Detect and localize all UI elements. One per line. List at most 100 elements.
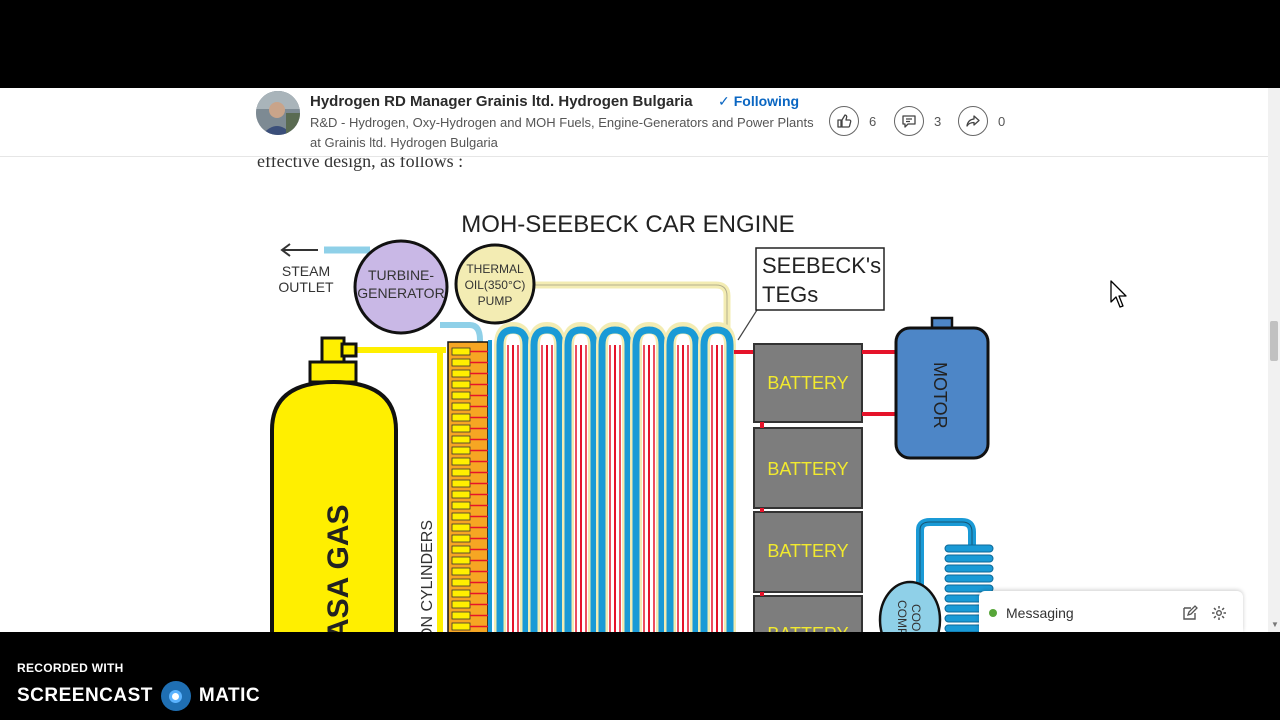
following-button[interactable]: ✓Following — [718, 93, 799, 110]
turbine-label-1: TURBINE- — [368, 267, 434, 283]
battery-2 — [753, 427, 863, 509]
share-count: 0 — [998, 113, 1006, 129]
messaging-bar[interactable]: Messaging — [979, 591, 1243, 632]
coil-tube — [530, 326, 564, 632]
cylinder-cell — [451, 402, 471, 411]
thermal-oil-pipe — [530, 281, 731, 340]
battery-4-label: BATTERY — [767, 624, 848, 632]
seebeck-label-2: TEGs — [762, 282, 818, 307]
comment-count: 3 — [934, 113, 942, 129]
cylinder-cell — [451, 600, 471, 609]
cylinder-cell — [451, 611, 471, 620]
condenser-loop — [944, 554, 994, 563]
turbine-generator — [353, 239, 449, 335]
cylinder-cell — [451, 523, 471, 532]
gas-feed-line — [355, 347, 446, 632]
cylinder-cell — [451, 424, 471, 433]
coil-tube — [666, 326, 700, 632]
condenser-loop — [944, 544, 994, 553]
heat-exchanger-coils — [488, 321, 736, 632]
seebeck-label-1: SEEBECK's — [762, 253, 881, 278]
motor — [894, 326, 990, 460]
cylinder-cell — [451, 589, 471, 598]
condenser-loop — [944, 574, 994, 583]
mouse-cursor-icon — [1110, 280, 1127, 308]
scroll-down-arrow-icon[interactable]: ▼ — [1271, 620, 1279, 629]
like-button[interactable] — [829, 106, 859, 136]
cylinder-cell — [451, 347, 471, 356]
cylinder-cell — [451, 468, 471, 477]
battery-3-label: BATTERY — [767, 541, 848, 561]
coil-tube — [632, 326, 666, 632]
comment-button[interactable] — [894, 106, 924, 136]
author-headline: R&D - Hydrogen, Oxy-Hydrogen and MOH Fue… — [310, 115, 814, 150]
battery-2-label: BATTERY — [767, 459, 848, 479]
cylinder-cell — [451, 512, 471, 521]
pump-label-2: OIL(350°C) — [465, 278, 526, 292]
scrollbar-thumb[interactable] — [1270, 321, 1278, 361]
cylinder-cell — [451, 622, 471, 631]
steam-outlet-label-2: OUTLET — [278, 279, 334, 295]
screencast-logo-icon — [160, 681, 191, 711]
seebeck-callout-line — [737, 309, 758, 341]
cylinder-cell — [451, 457, 471, 466]
motor-wires — [862, 350, 898, 416]
steam-outlet-arrow — [280, 243, 318, 257]
article-page: Hydrogen RD Manager Grainis ltd. Hydroge… — [0, 88, 1280, 632]
cylinder-cell — [451, 446, 471, 455]
cylinder-cell — [451, 380, 471, 389]
author-avatar[interactable] — [256, 91, 300, 135]
cylinder-cell — [451, 490, 471, 499]
article-author-header: Hydrogen RD Manager Grainis ltd. Hydroge… — [0, 88, 1268, 157]
share-button[interactable] — [958, 106, 988, 136]
gas-tank — [270, 336, 398, 632]
cylinder-cell — [451, 534, 471, 543]
checkmark-icon: ✓ — [718, 93, 730, 109]
watermark-brand-right: MATIC — [198, 685, 261, 706]
like-count: 6 — [869, 113, 877, 129]
pump-label-3: PUMP — [478, 294, 513, 308]
condenser-loop — [944, 564, 994, 573]
video-bottom-letterbox: RECORDED WITH SCREENCAST MATIC — [0, 632, 1280, 720]
coil-tube — [700, 326, 734, 632]
settings-gear-icon[interactable] — [1211, 605, 1227, 621]
thumbs-up-icon — [837, 114, 852, 128]
cylinders-label: ON CYLINDERS — [419, 520, 436, 632]
compressor-label-1: COO — [909, 604, 923, 631]
cylinder-cell — [451, 479, 471, 488]
coil-tube — [564, 326, 598, 632]
compose-icon[interactable] — [1182, 605, 1198, 621]
motor-label: MOTOR — [930, 362, 950, 429]
cylinder-cell — [451, 501, 471, 510]
watermark-recorded-with: RECORDED WITH — [17, 661, 124, 675]
author-name[interactable]: Hydrogen RD Manager Grainis ltd. Hydroge… — [310, 93, 693, 110]
gas-tank-label: ASA GAS — [322, 504, 355, 632]
compressor-label-2: COMP — [895, 600, 909, 632]
watermark-brand-left: SCREENCAST — [17, 685, 153, 706]
cylinder-cell — [451, 578, 471, 587]
like-stat: 6 — [829, 104, 876, 138]
cylinder-cell — [451, 391, 471, 400]
page-scrollbar[interactable] — [1268, 88, 1280, 632]
diagram-title: MOH-SEEBECK CAR ENGINE — [461, 211, 794, 238]
share-arrow-icon — [966, 115, 980, 127]
cylinder-cell — [451, 567, 471, 576]
online-status-icon — [989, 609, 997, 617]
messaging-label: Messaging — [1006, 605, 1074, 621]
cylinder-cell — [451, 413, 471, 422]
comment-stat: 3 — [894, 104, 941, 138]
share-stat: 0 — [958, 104, 1005, 138]
cylinder-cell — [451, 556, 471, 565]
cylinder-cell — [451, 545, 471, 554]
coil-tube — [598, 326, 632, 632]
battery-1-label: BATTERY — [767, 373, 848, 393]
compressor — [878, 580, 942, 632]
battery-1 — [753, 343, 863, 423]
comment-icon — [902, 115, 916, 128]
following-label: Following — [733, 93, 800, 109]
screencast-o-matic-watermark: SCREENCAST MATIC — [17, 681, 260, 711]
battery-3 — [753, 511, 863, 593]
cylinder-cell — [451, 369, 471, 378]
cylinder-cell — [451, 358, 471, 367]
seebeck-callout-box — [755, 247, 885, 311]
